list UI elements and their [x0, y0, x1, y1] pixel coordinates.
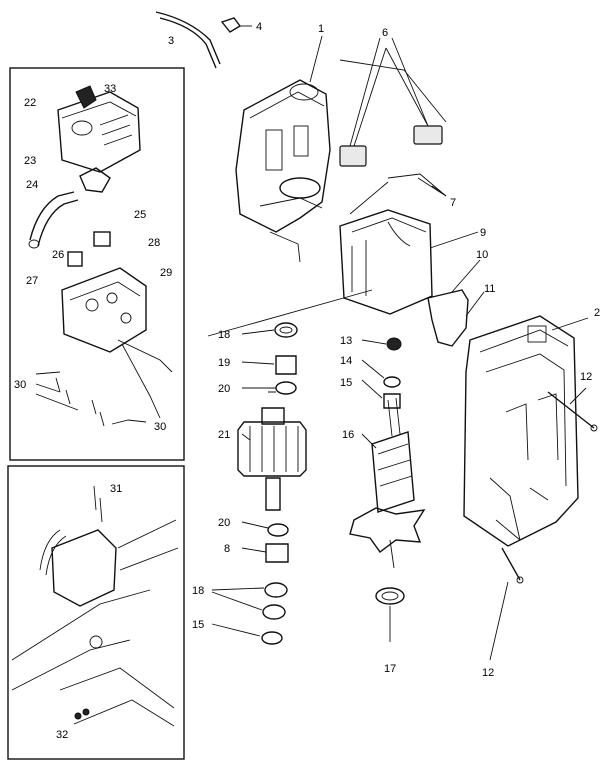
ring-18-b: [262, 604, 286, 620]
gear-21: [237, 421, 307, 477]
switch-spring-part: [67, 251, 83, 267]
callout-30-right: 30: [154, 421, 166, 433]
callout-28: 28: [148, 237, 160, 249]
callout-4: 4: [256, 21, 262, 33]
field-coil-part: [339, 209, 433, 315]
ring-18-a: [264, 582, 288, 598]
callout-12-upper: 12: [580, 371, 592, 383]
callout-26: 26: [52, 249, 64, 261]
armature-part: [371, 431, 415, 513]
callout-31: 31: [110, 483, 122, 495]
screw-upper: [547, 391, 595, 429]
callout-32: 32: [56, 729, 68, 741]
callout-22: 22: [24, 97, 36, 109]
callout-24: 24: [26, 179, 38, 191]
callout-30-left: 30: [14, 379, 26, 391]
callout-27: 27: [26, 275, 38, 287]
washer-20-top: [275, 381, 297, 395]
callout-2: 2: [594, 307, 600, 319]
switch-body-part: [61, 267, 147, 353]
ring-15-bottom: [261, 631, 283, 645]
leader-lines: [207, 35, 589, 661]
screw-lower: [501, 547, 521, 581]
callout-20-bottom: 20: [218, 517, 230, 529]
switch-contact-part: [93, 231, 111, 247]
callout-25: 25: [134, 209, 146, 221]
callout-1: 1: [318, 23, 324, 35]
callout-29: 29: [160, 267, 172, 279]
callout-18-top: 18: [218, 329, 230, 341]
callout-23: 23: [24, 155, 36, 167]
gear-housing-part: [235, 79, 331, 233]
callout-21: 21: [218, 429, 230, 441]
trigger-part: [75, 85, 97, 109]
baffle-part: [427, 289, 469, 347]
callout-20-top: 20: [218, 383, 230, 395]
callout-3: 3: [168, 35, 174, 47]
cord-clamp-part: [220, 17, 242, 33]
callout-11: 11: [484, 283, 495, 295]
washer-20-bottom: [267, 523, 289, 537]
callout-10: 10: [476, 249, 488, 261]
callout-33: 33: [104, 83, 116, 95]
callout-15-spindle: 15: [192, 619, 204, 631]
cord-part: [155, 11, 221, 69]
switch-housing-part: [51, 529, 117, 607]
switch-cover-part: [57, 91, 141, 173]
bearing-15-motor: [383, 393, 401, 409]
callout-8: 8: [224, 543, 230, 555]
callout-15-motor: 15: [340, 377, 352, 389]
switch-lever-part: [79, 167, 111, 193]
callout-13: 13: [340, 335, 352, 347]
callout-14: 14: [340, 355, 352, 367]
callout-19: 19: [218, 357, 230, 369]
callout-6: 6: [382, 27, 388, 39]
callout-17: 17: [384, 663, 396, 675]
washer-14: [383, 376, 401, 388]
inset-switch-assembly: [9, 67, 185, 461]
cord-sleeve-part: [29, 191, 79, 247]
carbon-brush-right: [413, 125, 443, 145]
fan-part: [349, 507, 426, 553]
callout-18-bottom: 18: [192, 585, 204, 597]
bearing-19: [275, 355, 297, 375]
callout-labels: 1 2 3 4 6 7 9 10 11 12 12 13 14 15 15 16…: [14, 21, 600, 741]
bearing-8: [265, 543, 289, 563]
ring-18-top: [274, 322, 298, 338]
motor-housing-part: [463, 315, 579, 547]
bearing-13: [386, 337, 402, 351]
carbon-brush-left: [339, 145, 367, 167]
bearing-17: [375, 587, 405, 605]
callout-7: 7: [450, 197, 456, 209]
callout-16: 16: [342, 429, 354, 441]
callout-12-lower: 12: [482, 667, 494, 679]
callout-9: 9: [480, 227, 486, 239]
inset-switch-mount: [7, 465, 185, 760]
